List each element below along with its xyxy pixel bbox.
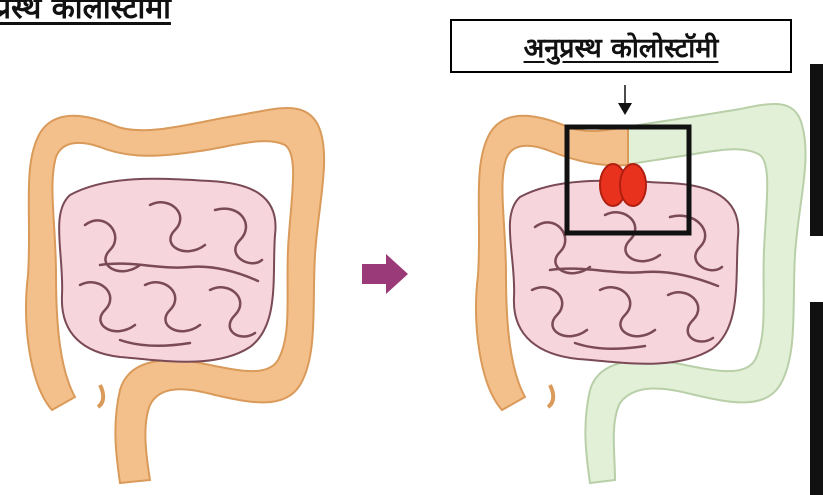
right-arrow-icon [360, 252, 410, 296]
callout-label-box: अनुप्रस्थ कोलोस्टॉमी [450, 19, 792, 73]
page-title: प्रस्थ कोलोस्टॉमी [0, 0, 171, 27]
edge-bar-bottom [810, 302, 823, 495]
stoma-icon [600, 164, 646, 206]
colon-diagram-before [0, 85, 350, 495]
colon-diagram-after [450, 85, 810, 495]
small-intestine [510, 181, 739, 364]
callout-label: अनुप्रस्थ कोलोस्टॉमी [524, 28, 719, 65]
pointer-arrowhead [618, 103, 632, 115]
small-intestine [59, 179, 275, 362]
edge-bar-top [810, 64, 823, 236]
